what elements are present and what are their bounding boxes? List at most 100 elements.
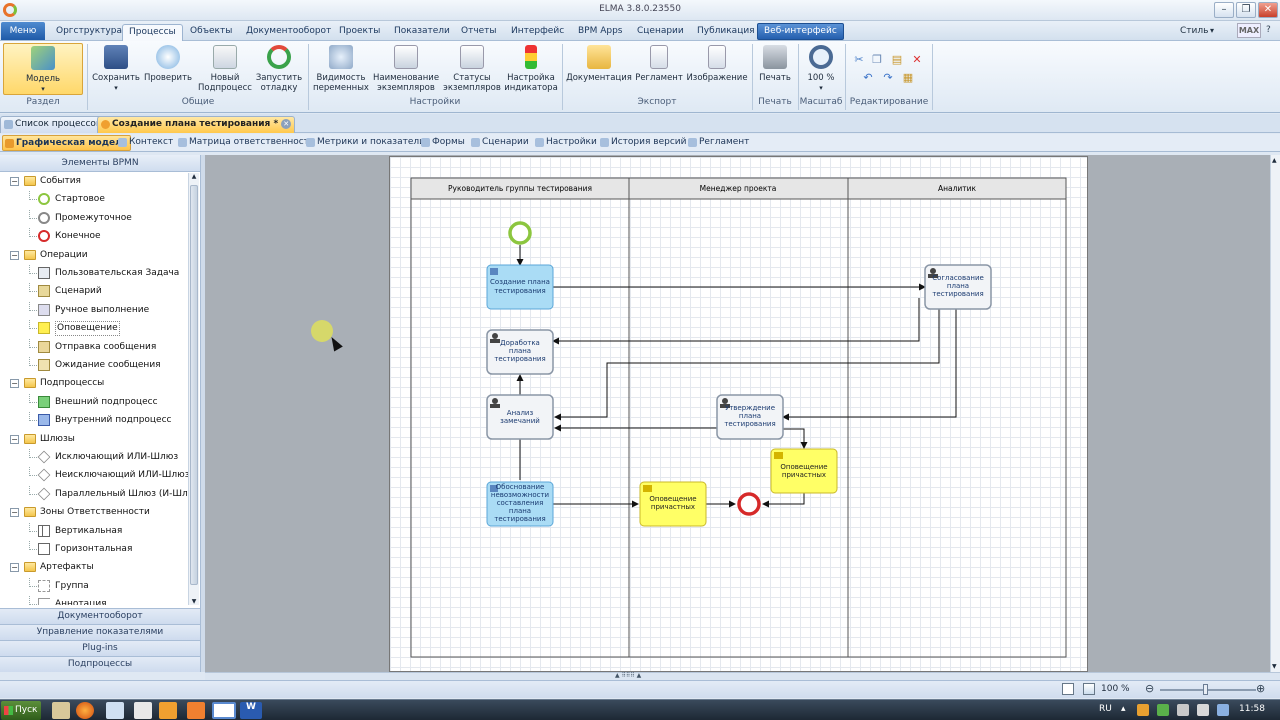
fit-page-icon[interactable]	[1062, 683, 1074, 695]
canvas-vertical-scrollbar[interactable]: ▲ ▼	[1270, 155, 1280, 672]
panel-splitter[interactable]	[201, 155, 205, 672]
subtab-context[interactable]: Контекст	[116, 135, 176, 151]
instance-status-button[interactable]: Статусы экземпляров	[441, 43, 503, 103]
image-export-button[interactable]: Изображение	[686, 43, 748, 103]
tray-icon-3[interactable]	[1217, 704, 1229, 716]
section-documents[interactable]: Документооборот	[0, 608, 200, 624]
check-button[interactable]: Проверить	[143, 43, 193, 103]
tree-folder[interactable]: −Шлюзы	[0, 431, 188, 447]
restore-button[interactable]: ❐	[1236, 2, 1256, 18]
subtab-scenarios[interactable]: Сценарии	[469, 135, 532, 151]
collapse-toggle-icon[interactable]: −	[10, 177, 19, 186]
undo-icon[interactable]: ↶	[863, 71, 873, 84]
collapse-toggle-icon[interactable]: −	[10, 250, 19, 260]
lane-project-manager[interactable]: Менеджер проекта	[700, 184, 777, 193]
tab-scenarios[interactable]: Сценарии	[637, 26, 684, 36]
run-debug-button[interactable]: Запустить отладку	[254, 43, 304, 103]
subtab-settings[interactable]: Настройки	[533, 135, 600, 151]
taskbar-explorer-icon[interactable]	[52, 702, 70, 719]
print-button[interactable]: Печать	[755, 43, 795, 103]
documentation-button[interactable]: Документация	[566, 43, 632, 103]
instance-name-button[interactable]: Наименование экземпляров	[373, 43, 439, 103]
redo-icon[interactable]: ↷	[883, 71, 893, 84]
tree-item[interactable]: Горизонтальная	[0, 541, 188, 557]
tab-indicators[interactable]: Показатели	[394, 26, 450, 36]
keyboard-language[interactable]: RU	[1099, 704, 1112, 714]
section-plugins[interactable]: Plug-ins	[0, 640, 200, 656]
tree-folder[interactable]: −События	[0, 173, 188, 189]
lane-analyst[interactable]: Аналитик	[938, 184, 977, 193]
tray-expand-icon[interactable]: ▴	[1121, 704, 1126, 714]
tray-volume-icon[interactable]	[1197, 704, 1209, 716]
style-menu[interactable]: Стиль	[1180, 26, 1209, 36]
tree-item[interactable]: Неисключающий ИЛИ-Шлюз	[0, 467, 188, 483]
copy-icon[interactable]: ❐	[872, 53, 882, 66]
taskbar-elma-active-icon[interactable]	[212, 702, 236, 719]
task-analyze-remarks[interactable]: Анализ замечаний	[486, 394, 554, 440]
max-button[interactable]: MAX	[1237, 23, 1261, 38]
fit-width-icon[interactable]	[1083, 683, 1095, 695]
tab-process-list[interactable]: Список процессов	[0, 116, 107, 133]
start-event[interactable]	[508, 221, 532, 245]
tab-create-test-plan[interactable]: Создание плана тестирования * ✕	[97, 116, 296, 133]
model-button[interactable]: Модель ▾	[3, 43, 83, 95]
section-indicator-management[interactable]: Управление показателями	[0, 624, 200, 640]
tree-item[interactable]: Группа	[0, 577, 188, 594]
zoom-slider-thumb[interactable]	[1203, 684, 1208, 695]
tree-item[interactable]: Стартовое	[0, 191, 188, 207]
scroll-up-icon[interactable]: ▲	[191, 173, 197, 180]
style-dropdown-icon[interactable]: ▾	[1210, 26, 1215, 35]
tab-web-interface[interactable]: Веб-интерфейс	[757, 23, 844, 40]
lane-test-lead[interactable]: Руководитель группы тестирования	[448, 184, 592, 193]
tree-item[interactable]: Оповещение	[0, 320, 188, 337]
task-approve-plan[interactable]: Согласование плана тестирования	[924, 264, 992, 310]
start-button[interactable]: Пуск	[1, 701, 41, 720]
tab-reports[interactable]: Отчеты	[461, 26, 497, 36]
flow-approve-to-analysis[interactable]	[554, 308, 940, 421]
collapse-toggle-icon[interactable]: −	[10, 563, 19, 573]
tab-orgstructure[interactable]: Оргструктура	[56, 26, 122, 36]
flow-approve-to-confirm[interactable]	[782, 308, 957, 421]
delete-icon[interactable]: ✕	[912, 53, 922, 66]
subtab-metrics[interactable]: Метрики и показатели	[304, 135, 428, 151]
taskbar-firefox-icon[interactable]	[76, 702, 94, 719]
tree-item[interactable]: Ожидание сообщения	[0, 357, 188, 373]
tree-item[interactable]: Промежуточное	[0, 209, 188, 226]
canvas-splitter[interactable]: ▲ ⠿⠿⠿ ▲	[205, 672, 1280, 680]
tree-item[interactable]: Внутренний подпроцесс	[0, 412, 188, 428]
zoom-button[interactable]: 100 % ▾	[800, 43, 842, 103]
taskbar-app-icon[interactable]	[134, 702, 152, 719]
tree-folder[interactable]: −Подпроцессы	[0, 375, 188, 391]
flow-approve-to-rework[interactable]	[552, 298, 920, 345]
new-subprocess-button[interactable]: Новый Подпроцесс	[197, 43, 253, 103]
paste-icon[interactable]: ▤	[891, 53, 903, 66]
flow-confirm-to-notify[interactable]	[783, 428, 808, 449]
splitter-grip-icon[interactable]: ▲ ⠿⠿⠿ ▲	[615, 672, 642, 679]
indicator-setup-button[interactable]: Настройка индикатора	[503, 43, 559, 103]
task-notify-stakeholders-2[interactable]: Оповещение причастных	[639, 481, 707, 527]
regulation-button[interactable]: Регламент	[634, 43, 684, 103]
zoom-slider[interactable]	[1160, 689, 1256, 691]
tree-folder[interactable]: −Артефакты	[0, 559, 188, 575]
main-menu-button[interactable]: Меню	[1, 22, 45, 40]
tab-documents[interactable]: Документооборот	[246, 26, 332, 36]
zoom-in-icon[interactable]: ⊕	[1256, 682, 1266, 695]
subtab-version-history[interactable]: История версий	[598, 135, 689, 151]
save-button[interactable]: Сохранить ▾	[90, 43, 142, 103]
diagram-page[interactable]: Руководитель группы тестирования Менедже…	[389, 156, 1088, 672]
variable-visibility-button[interactable]: Видимость переменных	[310, 43, 372, 103]
collapse-toggle-icon[interactable]: −	[10, 379, 19, 389]
tree-item[interactable]: Внешний подпроцесс	[0, 393, 188, 410]
tree-item[interactable]: Пользовательская Задача	[0, 265, 188, 281]
zoom-out-icon[interactable]: ⊖	[1145, 682, 1155, 695]
tree-item[interactable]: Параллельный Шлюз (И-Шлюз)	[0, 485, 188, 502]
tree-item[interactable]: Вертикальная	[0, 522, 188, 539]
taskbar-word-icon[interactable]: W	[240, 702, 262, 719]
tray-network-icon[interactable]	[1177, 704, 1189, 716]
bpmn-panel-header[interactable]: Элементы BPMN	[0, 155, 200, 172]
tree-scrollbar-thumb[interactable]	[190, 185, 198, 585]
tab-bpm-apps[interactable]: BPM Apps	[578, 26, 623, 36]
scroll-down-icon[interactable]: ▼	[191, 598, 197, 605]
tree-folder[interactable]: −Операции	[0, 247, 188, 263]
tab-objects[interactable]: Объекты	[190, 26, 233, 36]
